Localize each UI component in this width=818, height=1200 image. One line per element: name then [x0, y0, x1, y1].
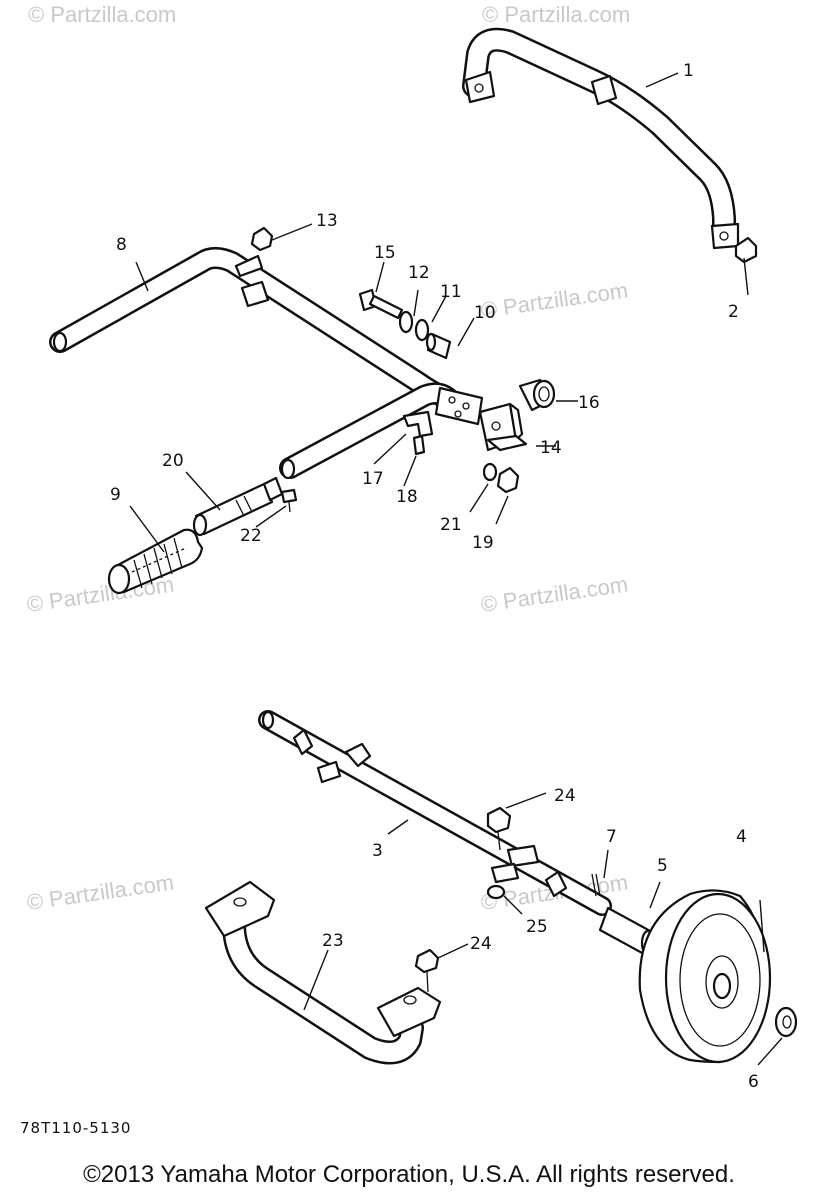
- callout-labels: 1 2 3 4 5 6 7 8 9 10 11 12 13 14 15 16 1…: [110, 61, 759, 1092]
- callout-21: 21: [440, 515, 462, 535]
- callout-17: 17: [362, 469, 384, 489]
- callout-13: 13: [316, 211, 338, 231]
- callout-24: 24: [470, 934, 492, 954]
- callout-3: 3: [372, 841, 383, 861]
- part-11-washer: [414, 318, 430, 342]
- part-4-wheel: [638, 889, 772, 1064]
- callout-18: 18: [396, 487, 418, 507]
- part-24-bolt-upper: [486, 806, 512, 851]
- callout-5: 5: [657, 856, 668, 876]
- watermark: © Partzilla.com: [28, 2, 176, 27]
- callout-22: 22: [240, 526, 262, 546]
- part-24-bolt-lower: [414, 948, 440, 993]
- callout-8: 8: [116, 235, 127, 255]
- copyright-notice: ©2013 Yamaha Motor Corporation, U.S.A. A…: [83, 1161, 735, 1188]
- part-18-pin: [412, 434, 426, 456]
- part-15-bolt: [358, 288, 404, 320]
- callout-6: 6: [748, 1072, 759, 1092]
- watermark: © Partzilla.com: [482, 2, 630, 27]
- callout-10: 10: [474, 303, 496, 323]
- part-25-nut: [486, 884, 506, 900]
- part-20-sleeve: [192, 476, 284, 537]
- part-1-grab-bar: [462, 27, 740, 250]
- leader-lines: [129, 72, 783, 1066]
- part-7-cotter-pin: [591, 873, 601, 897]
- callout-25: 25: [526, 917, 548, 937]
- part-12-washer: [398, 310, 414, 334]
- part-19-nut: [496, 466, 520, 494]
- callout-24: 24: [554, 786, 576, 806]
- part-17-clip: [402, 410, 434, 438]
- part-14-bracket: [478, 402, 528, 452]
- part-bracket-plate: [434, 386, 484, 426]
- watermark: © Partzilla.com: [25, 870, 175, 915]
- callout-16: 16: [578, 393, 600, 413]
- watermark: © Partzilla.com: [479, 572, 629, 617]
- callout-2: 2: [728, 302, 739, 322]
- callout-20: 20: [162, 451, 184, 471]
- part-9-grip: [107, 528, 204, 595]
- callout-12: 12: [408, 263, 430, 283]
- callout-23: 23: [322, 931, 344, 951]
- part-8-steering-tube: [49, 247, 459, 480]
- callout-4: 4: [736, 827, 747, 847]
- callout-1: 1: [683, 61, 694, 81]
- part-3-axle: [258, 710, 612, 916]
- part-16-bushing: [518, 378, 556, 412]
- watermark: © Partzilla.com: [479, 278, 629, 323]
- part-10-collar: [425, 332, 452, 360]
- part-2-bolt: [734, 236, 758, 264]
- callout-7: 7: [606, 827, 617, 847]
- part-22-screw: [280, 488, 298, 513]
- diagram-code: 78T110-5130: [20, 1119, 132, 1137]
- callout-11: 11: [440, 282, 462, 302]
- callout-9: 9: [110, 485, 121, 505]
- part-21-washer: [482, 462, 498, 482]
- callout-14: 14: [540, 438, 562, 458]
- callout-19: 19: [472, 533, 494, 553]
- part-23-stay: [204, 880, 442, 1065]
- callout-15: 15: [374, 243, 396, 263]
- part-6-washer: [774, 1006, 798, 1038]
- part-13-nut: [250, 226, 274, 252]
